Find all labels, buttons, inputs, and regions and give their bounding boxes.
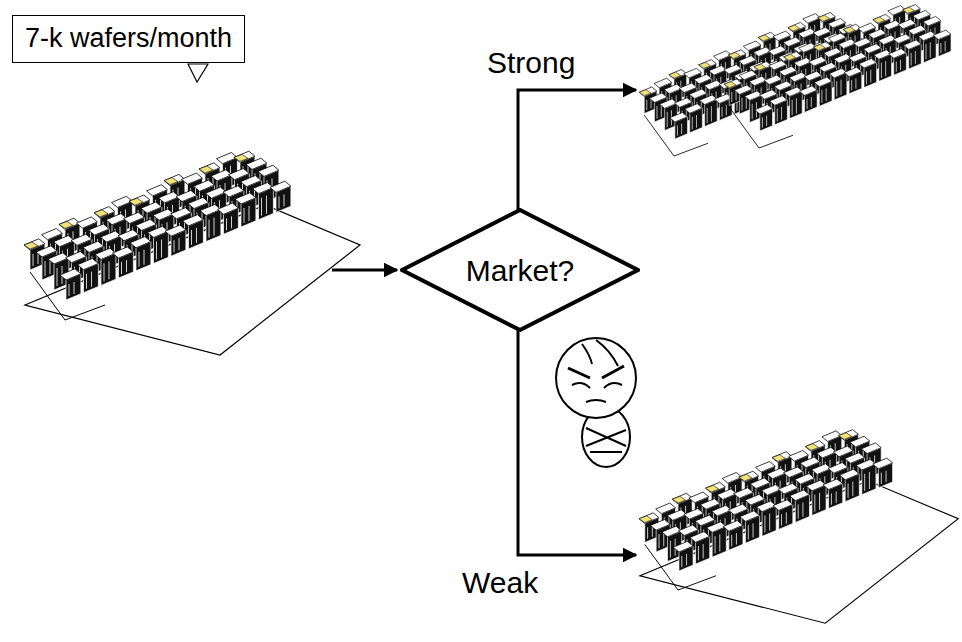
grumpy-face — [556, 338, 636, 467]
decision-diamond: Market? — [400, 208, 640, 332]
callout-text: 7-k wafers/month — [25, 24, 232, 54]
fab-drawing — [639, 430, 958, 624]
fab-drawing — [724, 5, 951, 148]
fab-illustrations — [24, 5, 958, 624]
fab-drawing — [639, 13, 866, 156]
callout-box: 7-k wafers/month — [12, 15, 245, 63]
fab-drawing — [24, 151, 360, 355]
branch-label: Strong — [487, 46, 575, 79]
callout-tail — [188, 64, 208, 82]
branch-label: Weak — [462, 566, 538, 599]
strong-branch-arrow — [518, 90, 636, 212]
decision-text: Market? — [466, 254, 574, 287]
weak-branch-arrow — [518, 330, 636, 555]
flow-arrow — [332, 269, 397, 272]
